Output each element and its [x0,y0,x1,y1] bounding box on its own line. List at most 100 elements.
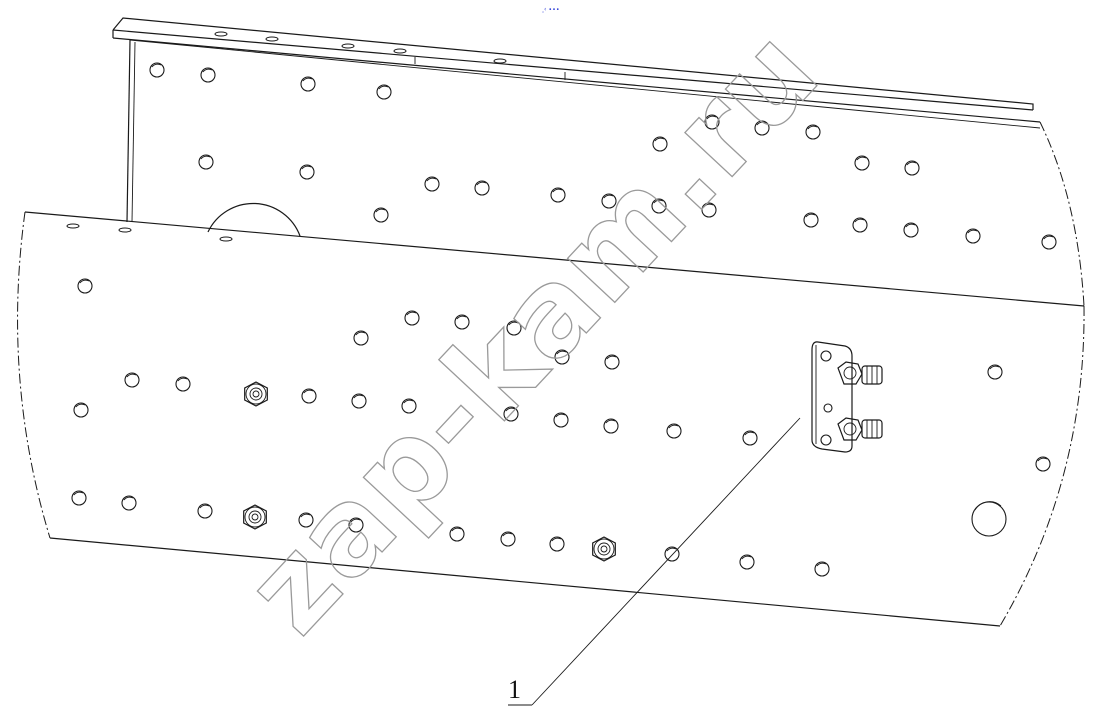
hole [301,388,317,404]
hole [353,330,369,346]
top-mark: ‸‹ ∙∙∙ [542,6,560,13]
hole-edge [151,63,162,68]
hole [71,490,87,506]
hole-edge [744,431,755,436]
hole-edge [556,350,567,355]
hole-edge [603,194,614,199]
hole [200,67,216,83]
hole [652,136,668,152]
hole [124,372,140,388]
hole-edge [555,413,566,418]
base-plate [17,211,1085,627]
flange-slots [66,31,507,242]
hole [814,561,830,577]
hex-nut [592,536,616,562]
hole-edge [406,311,417,316]
hole-edge [856,156,867,161]
hole-edge [375,208,386,213]
hole [803,212,819,228]
hole [904,160,920,176]
hole-edge [451,527,462,532]
hole-edge [456,315,467,320]
callout-1: 1 [508,417,801,706]
hole [77,278,93,294]
hole-edge [378,85,389,90]
valve-block [811,341,883,453]
hole [404,310,420,326]
hole [449,526,465,542]
hole-edge [200,155,211,160]
hole [298,512,314,528]
hole [601,193,617,209]
hole [373,207,389,223]
hole [175,376,191,392]
hole [197,503,213,519]
hole [474,180,490,196]
hole [300,76,316,92]
hole-edge [350,518,361,523]
hole-edge [73,491,84,496]
hole-edge [202,68,213,73]
hole [73,402,89,418]
hole-edge [967,229,978,234]
hole [553,412,569,428]
large-hole [971,501,1007,537]
hole [1035,456,1051,472]
hole-edge [551,537,562,542]
hole [651,198,667,214]
hole [454,314,470,330]
hole-edge [426,177,437,182]
hole [805,124,821,140]
hole [376,84,392,100]
hole-edge [807,125,818,130]
hole-edge [177,377,188,382]
hole-edge [706,115,717,120]
hole-edge [606,355,617,360]
hole-edge [668,424,679,429]
hole [852,217,868,233]
hole-edge [303,389,314,394]
hole-edge [654,137,665,142]
hole [299,164,315,180]
hole [604,354,620,370]
hole [603,418,619,434]
hole-edge [1043,235,1054,240]
hole [500,531,516,547]
hole-edge [756,121,767,126]
hole-edge [300,513,311,518]
hole [401,398,417,414]
hole-edge [605,419,616,424]
hole-edge [1037,457,1048,462]
hole [742,430,758,446]
hole [121,495,137,511]
hole [664,546,680,562]
hole-edge [353,394,364,399]
hole [348,517,364,533]
back-plate [24,17,1085,307]
hole-edge [476,181,487,186]
hole [554,349,570,365]
hole [351,393,367,409]
hole [198,154,214,170]
hole-edge [666,547,677,552]
hole-edge [502,532,513,537]
hole [549,536,565,552]
hole-edge [403,399,414,404]
hole-edge [741,555,752,560]
hole-edge [199,504,210,509]
hole [739,554,755,570]
hole-edge [989,365,1000,370]
hole-edge [906,161,917,166]
hole [854,155,870,171]
hole-edge [75,403,86,408]
hole [1041,234,1057,250]
hex-nuts [243,381,616,562]
hole [965,228,981,244]
hole-edge [301,165,312,170]
hole [503,406,519,422]
hole-edge [302,77,313,82]
hole-edge [126,373,137,378]
hole [550,187,566,203]
hole [666,423,682,439]
